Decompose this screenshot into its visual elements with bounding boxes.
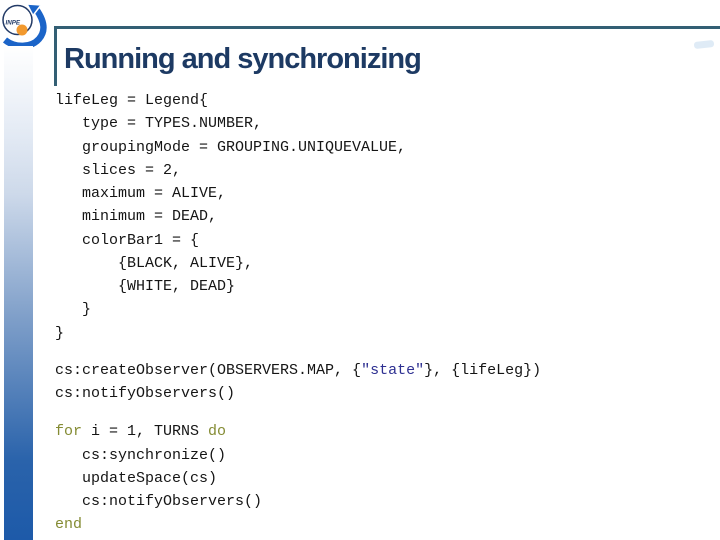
- code-block-legend-definition: lifeLeg = Legend{ type = TYPES.NUMBER, g…: [55, 89, 715, 345]
- code-segment: }, {lifeLeg}): [424, 361, 542, 379]
- header-rule-horizontal: [54, 26, 720, 29]
- logo-orange-dot: [16, 24, 28, 36]
- decorative-smudge: [693, 39, 715, 50]
- slide-title: Running and synchronizing: [64, 43, 422, 75]
- header-rule-vertical: [54, 26, 57, 86]
- code-segment: groupingMode = GROUPING.UNIQUEVALUE,: [55, 138, 407, 156]
- code-segment: {WHITE, DEAD}: [55, 278, 236, 295]
- code-segment: "state": [361, 361, 425, 379]
- code-block-observer-setup: cs:createObserver(OBSERVERS.MAP, {"state…: [55, 359, 715, 406]
- code-segment: minimum = DEAD,: [55, 208, 218, 226]
- logo-arrow-body: [2, 7, 47, 48]
- left-gradient-strip: [4, 46, 33, 540]
- code-segment: }: [55, 324, 65, 342]
- code-segment: colorBar1 = {: [55, 231, 200, 249]
- logo-arrow-head: [25, 3, 43, 17]
- code-segment: cs:createObserver(OBSERVERS.MAP, {: [55, 361, 362, 379]
- code-area: lifeLeg = Legend{ type = TYPES.NUMBER, g…: [55, 89, 715, 537]
- code-segment: type = TYPES.NUMBER,: [55, 115, 263, 133]
- code-segment: cs:synchronize(): [55, 446, 227, 464]
- code-segment: i = 1, TURNS: [82, 423, 209, 441]
- code-segment: }: [55, 301, 92, 319]
- code-segment: slices = 2,: [55, 161, 182, 179]
- code-segment: lifeLeg = Legend{: [55, 92, 209, 109]
- code-segment: {BLACK, ALIVE},: [55, 254, 254, 272]
- code-segment: updateSpace(cs): [55, 469, 218, 487]
- code-segment: cs:notifyObservers(): [55, 385, 236, 402]
- code-segment: do: [208, 423, 227, 441]
- code-segment: end: [55, 516, 83, 534]
- code-segment: for: [55, 423, 83, 441]
- code-block-simulation-loop: for i = 1, TURNS do cs:synchronize() upd…: [55, 420, 715, 536]
- inpe-logo-icon: INPE: [2, 3, 48, 48]
- code-segment: maximum = ALIVE,: [55, 185, 227, 202]
- logo-text: INPE: [6, 20, 21, 27]
- code-segment: cs:notifyObservers(): [55, 493, 263, 510]
